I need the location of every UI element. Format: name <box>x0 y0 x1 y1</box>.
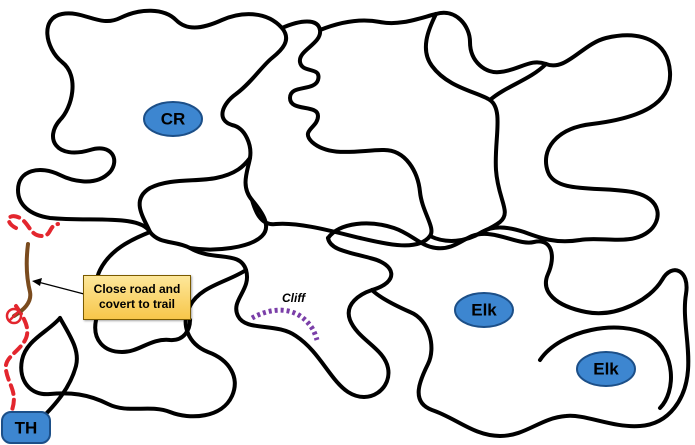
trail-loop-elk-north <box>326 221 691 438</box>
label-elk-south: Elk <box>576 351 636 387</box>
road-closure-callout: Close road and covert to trail <box>83 275 191 320</box>
closed-road <box>3 214 60 412</box>
label-cr: CR <box>143 101 203 137</box>
circle-slash-icon <box>5 307 23 325</box>
trail-loop-cr <box>16 8 289 252</box>
label-trailhead-text: TH <box>15 419 38 438</box>
label-cr-text: CR <box>161 110 186 129</box>
trail-loop-northeast <box>318 10 673 244</box>
label-elk-north: Elk <box>454 292 514 328</box>
label-elk-south-text: Elk <box>593 360 619 379</box>
trail-loop-cliff <box>188 236 394 399</box>
trail-connector-east <box>488 62 548 102</box>
trail-connector-southwest <box>93 230 192 354</box>
callout-line-1: Close road and <box>93 282 181 296</box>
closed-road-north <box>6 214 60 239</box>
label-trailhead: TH <box>1 411 51 444</box>
trail-connector-middle <box>137 156 252 234</box>
callout-arrow <box>32 278 85 295</box>
cliff-line <box>250 307 320 341</box>
trail-loop-elk-south <box>538 325 673 410</box>
trail-ridge-northeast <box>423 12 507 234</box>
trail-loop-central <box>250 19 434 248</box>
label-elk-north-text: Elk <box>471 301 497 320</box>
callout-line-2: covert to trail <box>98 297 176 311</box>
road-to-convert <box>12 242 33 318</box>
cliff-feature: Cliff <box>250 291 320 341</box>
closed-road-south <box>3 304 30 412</box>
trail-network <box>16 8 691 438</box>
trail-to-trailhead <box>38 316 79 422</box>
cliff-label: Cliff <box>282 291 306 305</box>
